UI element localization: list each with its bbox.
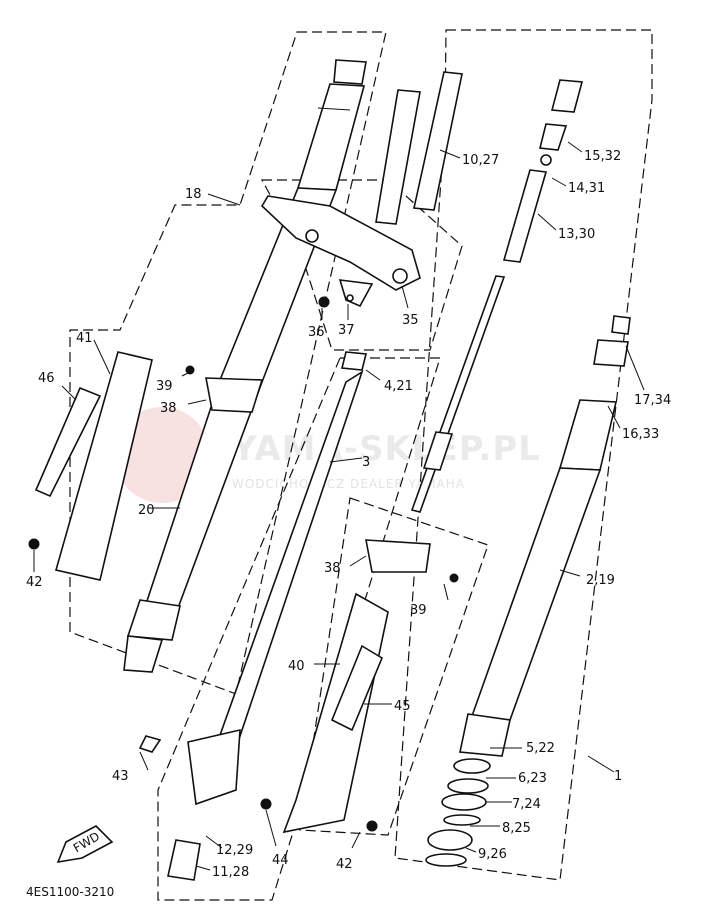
label-5-22: 5,22	[526, 741, 555, 756]
seals-and-rings	[425, 758, 491, 867]
label-15-32: 15,32	[584, 149, 621, 164]
label-20: 20	[138, 503, 155, 518]
watermark-title: YAMA-SKLEP.PL	[231, 429, 541, 469]
label-6-23: 6,23	[518, 771, 547, 786]
label-45: 45	[394, 699, 411, 714]
label-16-33: 16,33	[622, 427, 659, 442]
leader-lines	[33, 141, 645, 871]
label-46: 46	[38, 371, 55, 386]
springs	[167, 79, 584, 881]
label-41: 41	[76, 331, 93, 346]
outline-lower-guard	[299, 497, 489, 836]
label-42-right: 42	[336, 857, 353, 872]
damper-rod	[410, 169, 548, 513]
watermark: YAMA-SKLEP.PL WÓDCICHOWICZ DEALER YAMAHA	[114, 407, 541, 503]
label-8-25: 8,25	[502, 821, 531, 836]
label-38-lower: 38	[324, 561, 341, 576]
outline-inner-fork	[157, 357, 441, 901]
label-43: 43	[112, 769, 129, 784]
label-44: 44	[272, 853, 289, 868]
upper-bracket	[260, 195, 421, 308]
label-4-21: 4,21	[384, 379, 413, 394]
lower-fork-leg	[28, 365, 459, 832]
label-39-lower: 39	[410, 603, 427, 618]
label-1: 1	[614, 769, 622, 784]
forward-arrow-icon: FWD	[56, 825, 114, 864]
label-12-29: 12,29	[216, 843, 253, 858]
label-10-27: 10,27	[462, 153, 499, 168]
label-18: 18	[185, 187, 202, 202]
label-2-19: 2,19	[586, 573, 615, 588]
label-39-upper: 39	[156, 379, 173, 394]
watermark-logo	[114, 407, 210, 503]
label-35: 35	[402, 313, 419, 328]
label-40: 40	[288, 659, 305, 674]
label-9-26: 9,26	[478, 847, 507, 862]
label-36: 36	[308, 325, 325, 340]
label-38-upper: 38	[160, 401, 177, 416]
fork-guards	[34, 351, 389, 834]
diagram-code: 4ES1100-3210	[26, 885, 114, 899]
part-labels: 18 10,27 15,32 14,31 13,30 36 37 35 41 4…	[26, 149, 671, 880]
label-3: 3	[362, 455, 370, 470]
inner-tube-pipe	[212, 71, 463, 762]
label-13-30: 13,30	[558, 227, 595, 242]
lower-tube-left	[123, 379, 264, 673]
label-17-34: 17,34	[634, 393, 671, 408]
outer-tube-right	[459, 315, 631, 757]
watermark-subtitle: WÓDCICHOWICZ DEALER YAMAHA	[232, 476, 465, 491]
label-37: 37	[338, 323, 355, 338]
label-7-24: 7,24	[512, 797, 541, 812]
label-11-28: 11,28	[212, 865, 249, 880]
label-14-31: 14,31	[568, 181, 605, 196]
label-42-left: 42	[26, 575, 43, 590]
